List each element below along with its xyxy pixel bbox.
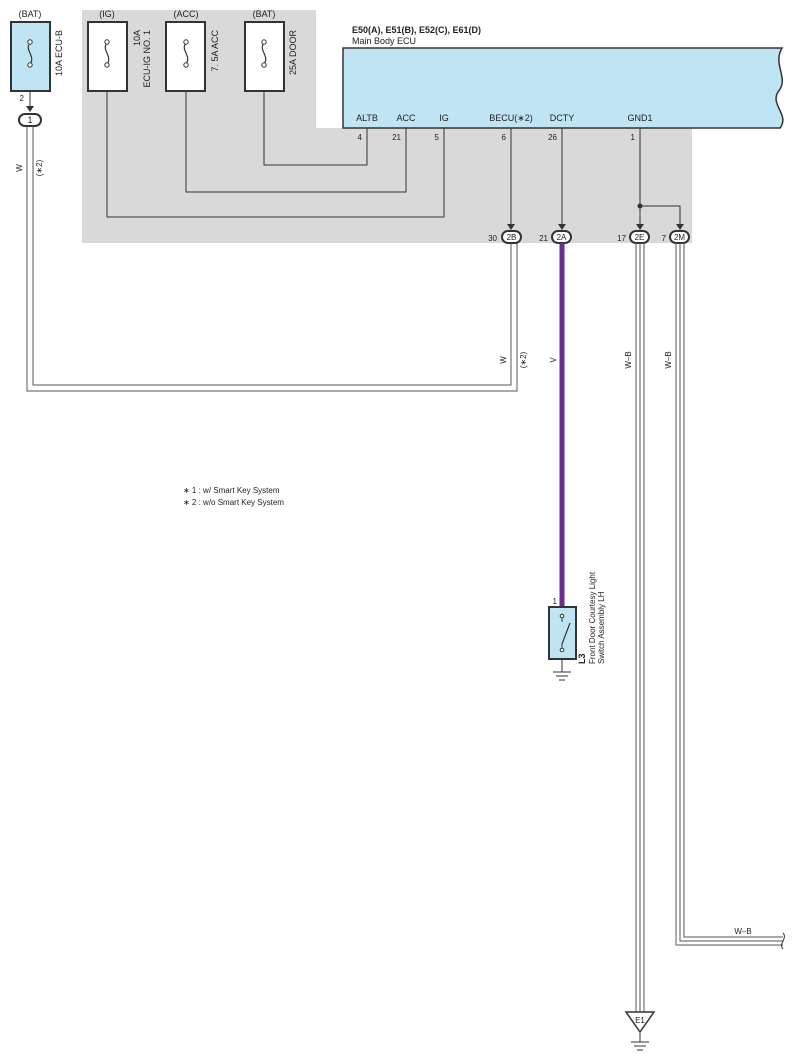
terminal-altb: ALTB <box>356 113 378 123</box>
fuse-ecuig-label2: ECU-IG NO. 1 <box>142 30 152 88</box>
svg-text:2A: 2A <box>557 233 567 242</box>
fuse-ecuig <box>87 21 128 92</box>
fuse-ecub-source: (BAT) <box>19 9 42 19</box>
connector-2b: 2B <box>501 230 522 244</box>
connector-2b-pin: 30 <box>488 234 497 243</box>
courtesy-switch <box>548 606 577 681</box>
terminal-acc: ACC <box>396 113 416 123</box>
fuse-ecub-label: 10A ECU-B <box>54 30 64 76</box>
internal-wiring <box>106 72 681 226</box>
w-wire-label-left: W <box>15 164 24 172</box>
ecub-pin: 2 <box>20 94 25 103</box>
pin-altb: 4 <box>358 133 363 142</box>
pin-acc: 21 <box>392 133 401 142</box>
wb-wire-label-1: W–B <box>624 351 633 368</box>
fuse-ecub <box>10 21 51 92</box>
svg-text:2B: 2B <box>507 233 517 242</box>
connector-2e: 2E <box>629 230 650 244</box>
ground-e1 <box>624 1011 656 1051</box>
pin-ig: 5 <box>435 133 440 142</box>
ground-splice-point <box>637 203 643 209</box>
connector-2a-pin: 21 <box>539 234 548 243</box>
pin-dcty: 26 <box>548 133 557 142</box>
connector-2e-pin: 17 <box>617 234 626 243</box>
terminal-becu: BECU(∗2) <box>489 113 533 123</box>
switch-code: L3 <box>577 653 587 664</box>
terminal-gnd1: GND1 <box>627 113 652 123</box>
svg-text:1: 1 <box>27 115 32 125</box>
svg-text:2E: 2E <box>635 233 645 242</box>
pin-becu: 6 <box>502 133 507 142</box>
fuse-door-label: 25A DOOR <box>288 30 298 76</box>
wb-wire-label-2: W–B <box>664 351 673 368</box>
wb-wire-2m <box>675 243 785 950</box>
terminal-dcty: DCTY <box>550 113 575 123</box>
connector-2a: 2A <box>551 230 572 244</box>
fuse-door-source: (BAT) <box>253 9 276 19</box>
wb-wire-2e <box>635 243 645 1012</box>
fuse-ecuig-label: 10A <box>132 30 142 46</box>
fuse-door <box>244 21 285 92</box>
wb-wire-label-3: W–B <box>734 927 751 936</box>
switch-pin: 1 <box>553 597 558 606</box>
switch-label1: Front Door Courtesy Light <box>588 571 597 664</box>
fuse-acc <box>165 21 206 92</box>
ecu-shaded-region <box>82 10 692 243</box>
connector-2m-pin: 7 <box>662 234 667 243</box>
pin-gnd1: 1 <box>631 133 636 142</box>
w-wire-label-right: W <box>499 356 508 364</box>
w-wire-note-left: (∗2) <box>35 159 44 176</box>
svg-text:2M: 2M <box>674 233 685 242</box>
ground-e1-code: E1 <box>635 1016 645 1025</box>
ecu-name: Main Body ECU <box>352 36 416 46</box>
connector-2m: 2M <box>669 230 690 244</box>
note-2: ∗ 2 : w/o Smart Key System <box>183 498 284 507</box>
ecu-body <box>342 47 784 129</box>
terminal-ig: IG <box>439 113 449 123</box>
connector-1: 1 <box>18 113 42 127</box>
fuse-ecuig-source: (IG) <box>99 9 115 19</box>
w-wire-note-right: (∗2) <box>519 351 528 368</box>
switch-label2: Switch Assembly LH <box>597 591 606 664</box>
fuse-acc-label: 7. 5A ACC <box>210 30 220 72</box>
fuse-acc-source: (ACC) <box>174 9 199 19</box>
ecu-connectors: E50(A), E51(B), E52(C), E61(D) <box>352 25 481 35</box>
w-wire <box>26 126 518 392</box>
connector-arrows <box>26 106 684 230</box>
violet-wire-label: V <box>549 357 558 363</box>
note-1: ∗ 1 : w/ Smart Key System <box>183 486 280 495</box>
